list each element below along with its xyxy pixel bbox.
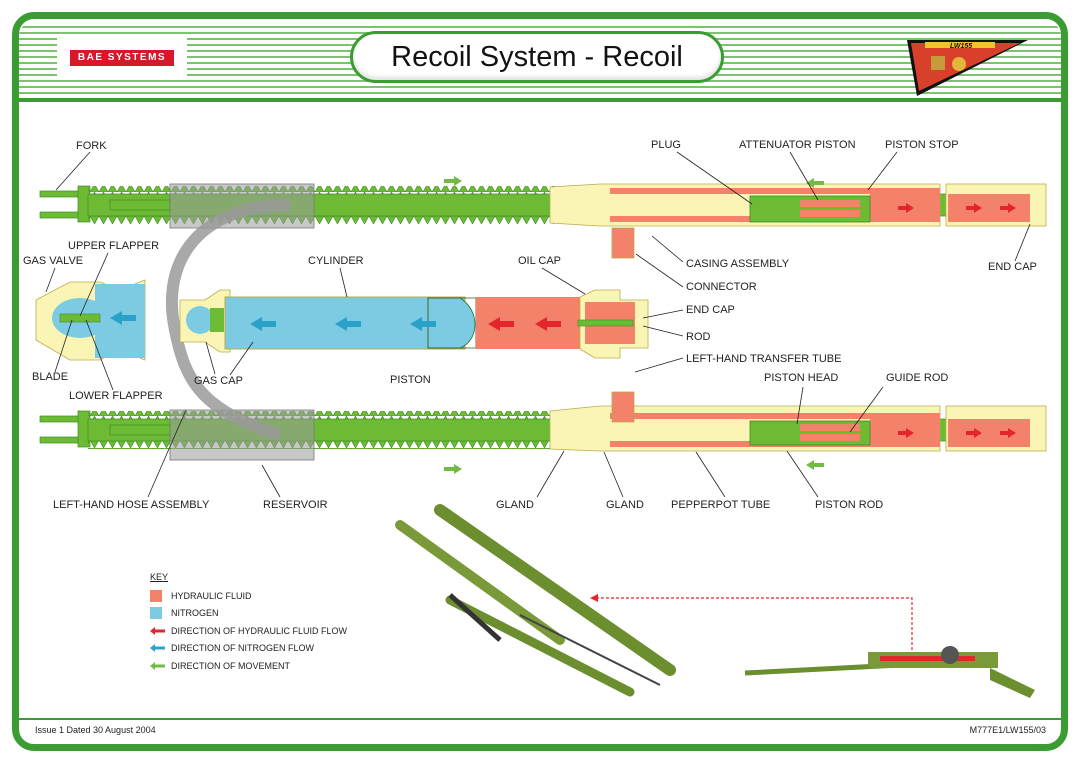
label-end-cap-top: END CAP (988, 261, 1037, 273)
callout-arrow (596, 597, 913, 650)
label-rod: ROD (686, 331, 711, 343)
lh-hose (165, 199, 291, 441)
label-gland-1: GLAND (496, 499, 534, 511)
label-gas-valve: GAS VALVE (23, 255, 84, 267)
top-recoil-assembly (39, 176, 1047, 259)
label-piston: PISTON (390, 374, 431, 386)
document-reference: M777E1/LW155/03 (969, 725, 1046, 735)
fork-prong-bottom (39, 211, 81, 219)
green-arrow-left-icon (150, 661, 165, 670)
movement-arrow (444, 176, 462, 186)
footer-divider (19, 718, 1061, 720)
connector-top (611, 227, 635, 259)
blue-arrow-left-icon (150, 644, 165, 653)
label-lh-hose-assembly: LEFT-HAND HOSE ASSEMBLY (53, 499, 210, 511)
label-cylinder: CYLINDER (308, 255, 364, 267)
issue-date: Issue 1 Dated 30 August 2004 (35, 725, 156, 735)
label-gland-2: GLAND (606, 499, 644, 511)
label-end-cap-mid: END CAP (686, 304, 735, 316)
label-plug: PLUG (651, 139, 681, 151)
blade (59, 313, 101, 323)
label-guide-rod: GUIDE ROD (886, 372, 949, 384)
label-gas-cap: GAS CAP (194, 375, 243, 387)
leader-lines (45, 151, 1031, 498)
label-reservoir: RESERVOIR (263, 499, 328, 511)
movement-arrow (806, 178, 824, 188)
title-pill: Recoil System - Recoil (350, 31, 724, 83)
label-oil-cap: OIL CAP (518, 255, 561, 267)
rod-mid (577, 319, 634, 327)
legend: KEY HYDRAULIC FLUID NITROGEN DIRECTION O… (150, 572, 347, 675)
label-piston-rod: PISTON ROD (815, 499, 884, 511)
lw155-emblem: LW155 (907, 40, 1028, 96)
legend-item: DIRECTION OF HYDRAULIC FLUID FLOW (150, 622, 347, 640)
hydraulic-swatch (150, 589, 162, 602)
bellows-top (88, 186, 558, 194)
isometric-recoil-view (395, 504, 676, 697)
red-arrow-left-icon (150, 626, 165, 635)
header-divider (19, 98, 1061, 102)
label-connector: CONNECTOR (686, 281, 757, 293)
fork-prong-top (39, 190, 81, 198)
label-blade: BLADE (32, 371, 69, 383)
label-lower-flapper: LOWER FLAPPER (69, 390, 163, 402)
emblem-text: LW155 (950, 43, 972, 50)
nitrogen-swatch (150, 607, 162, 620)
middle-cylinder (35, 279, 649, 361)
label-attenuator-piston: ATTENUATOR PISTON (739, 139, 856, 151)
label-piston-stop: PISTON STOP (885, 139, 959, 151)
bottom-recoil-assembly (39, 391, 1047, 474)
legend-item: DIRECTION OF MOVEMENT (150, 657, 347, 675)
attenuator-piston-top (749, 195, 871, 223)
label-piston-head: PISTON HEAD (764, 372, 839, 384)
page-title: Recoil System - Recoil (391, 41, 683, 73)
legend-title: KEY (150, 572, 169, 582)
legend-item: NITROGEN (150, 605, 347, 623)
label-pepperpot-tube: PEPPERPOT TUBE (671, 499, 771, 511)
bellows-bottom (88, 216, 558, 224)
label-upper-flapper: UPPER FLAPPER (68, 240, 160, 252)
bae-systems-logo: BAE SYSTEMS (70, 50, 174, 66)
label-lh-transfer-tube: LEFT-HAND TRANSFER TUBE (686, 353, 842, 365)
label-fork: FORK (76, 140, 107, 152)
label-casing-assembly: CASING ASSEMBLY (686, 258, 790, 270)
howitzer-illustration (744, 646, 1035, 698)
legend-item: HYDRAULIC FLUID (150, 587, 347, 605)
legend-item: DIRECTION OF NITROGEN FLOW (150, 640, 347, 658)
